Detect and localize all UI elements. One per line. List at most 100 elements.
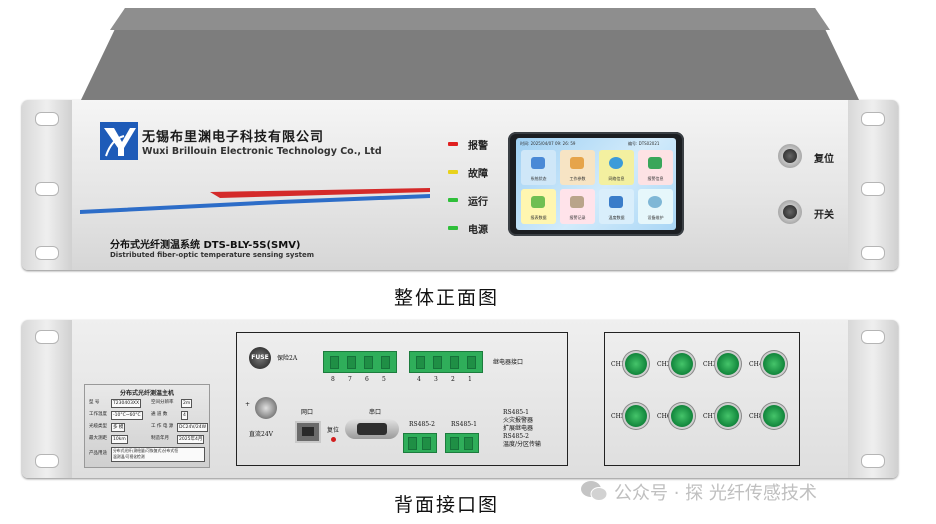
ch8-label: CH8 bbox=[749, 413, 763, 420]
relay-pin-4: 4 bbox=[417, 376, 421, 383]
fuse-label: 保险2A bbox=[277, 355, 298, 362]
nameplate-row: 型 号 T230403XX 空间分辨率 2m bbox=[89, 399, 193, 408]
rack-slot bbox=[861, 330, 885, 344]
ch1-label: CH1 bbox=[611, 361, 625, 368]
tile-work-params[interactable]: 工作参数 bbox=[560, 150, 595, 185]
relay-pin-5: 5 bbox=[382, 376, 386, 383]
rack-ear-right bbox=[848, 100, 898, 270]
power-led bbox=[448, 226, 458, 230]
rs485-2-terminal[interactable] bbox=[403, 433, 437, 453]
screen-time: 时间: 2025/04/07 09: 26: 59 bbox=[520, 141, 576, 146]
io-interface-box: FUSE 保险2A 8 7 6 5 4 3 2 1 继电器接口 + ⊖ - 直流… bbox=[236, 332, 568, 466]
relay-pin-3: 3 bbox=[434, 376, 438, 383]
relay-pin-2: 2 bbox=[451, 376, 455, 383]
ch8-fiber-connector[interactable] bbox=[763, 405, 785, 427]
tile-alarm-records[interactable]: 报警记录 bbox=[560, 189, 595, 224]
relay-pin-8: 8 bbox=[331, 376, 335, 383]
rack-slot bbox=[35, 246, 59, 260]
nameplate-title: 分布式光纤测温主机 bbox=[119, 390, 174, 397]
front-view-caption: 整体正面图 bbox=[394, 287, 500, 309]
fuse-holder[interactable]: FUSE bbox=[249, 347, 271, 369]
rack-slot bbox=[861, 182, 885, 196]
ch6-label: CH6 bbox=[657, 413, 671, 420]
rack-slot bbox=[35, 182, 59, 196]
tile-alarm-info[interactable]: 报警信息 bbox=[638, 150, 673, 185]
nameplate-row: 最大测距 10km 制造年月 2025年4月 bbox=[89, 435, 205, 444]
ch2-label: CH2 bbox=[657, 361, 671, 368]
ch7-label: CH7 bbox=[703, 413, 717, 420]
tile-report-data[interactable]: 报表数据 bbox=[521, 189, 556, 224]
power-switch-label: 开关 bbox=[814, 210, 834, 221]
rack-ear-right bbox=[848, 320, 898, 478]
ch1-fiber-connector[interactable] bbox=[625, 353, 647, 375]
company-logo-icon bbox=[100, 122, 138, 160]
nameplate-row: 产品用途 分布式光纤(测绘量/可恢复式)分布式恒 温测温/可视化检测 bbox=[89, 447, 205, 463]
tile-temperature-data[interactable]: 温度数据 bbox=[599, 189, 634, 224]
nameplate-row: 工作温度 -10°C~60°C 通 道 数 4 bbox=[89, 411, 188, 420]
fiber-channel-box: CH1 CH2 CH3 CH4 CH5 CH6 CH7 CH8 bbox=[604, 332, 800, 466]
power-switch[interactable] bbox=[778, 200, 802, 224]
ch7-fiber-connector[interactable] bbox=[717, 405, 739, 427]
reset-label: 复位 bbox=[814, 154, 834, 165]
fault-label: 故障 bbox=[468, 169, 488, 180]
alarm-led bbox=[448, 142, 458, 146]
tile-device-maintenance[interactable]: 设备维护 bbox=[638, 189, 673, 224]
serial-port-label: 串口 bbox=[369, 409, 382, 416]
nameplate-row: 光缆类型 多 模 工 作 电 源 DC24V/24W bbox=[89, 423, 209, 432]
ch5-label: CH5 bbox=[611, 413, 625, 420]
port-legend: RS485-1 火灾报警器 扩展继电器 RS485-2 温度/分区传输 bbox=[503, 409, 542, 448]
chassis-top bbox=[80, 8, 860, 102]
rs485-1-terminal[interactable] bbox=[445, 433, 479, 453]
ch4-label: CH4 bbox=[749, 361, 763, 368]
relay-pin-1: 1 bbox=[468, 376, 472, 383]
model-name-cn: 分布式光纤测温系统 DTS-BLY-5S(SMV) bbox=[110, 240, 301, 251]
relay-terminal-block-right[interactable] bbox=[409, 351, 483, 373]
reset-pinhole[interactable] bbox=[331, 437, 336, 442]
nameplate: 分布式光纤测温主机 型 号 T230403XX 空间分辨率 2m 工作温度 -1… bbox=[84, 384, 210, 468]
ch3-fiber-connector[interactable] bbox=[717, 353, 739, 375]
relay-terminal-block-left[interactable] bbox=[323, 351, 397, 373]
tile-system-status[interactable]: 系统状态 bbox=[521, 150, 556, 185]
reset-knob-icon bbox=[783, 149, 797, 163]
rack-slot bbox=[35, 330, 59, 344]
reset-port-label: 复位 bbox=[327, 427, 340, 434]
decorative-swoosh bbox=[80, 188, 430, 214]
ch3-label: CH3 bbox=[703, 361, 717, 368]
company-name-en: Wuxi Brillouin Electronic Technology Co.… bbox=[142, 146, 382, 157]
touch-screen[interactable]: 时间: 2025/04/07 09: 26: 59 编号: DTS02021 系… bbox=[508, 132, 684, 236]
power-knob-icon bbox=[783, 205, 797, 219]
dc-power-connector[interactable] bbox=[255, 397, 277, 419]
rear-panel: 分布式光纤测温主机 型 号 T230403XX 空间分辨率 2m 工作温度 -1… bbox=[22, 320, 898, 478]
rs485-1-label: RS485-1 bbox=[451, 421, 477, 428]
fault-led bbox=[448, 170, 458, 174]
ch4-fiber-connector[interactable] bbox=[763, 353, 785, 375]
run-led bbox=[448, 198, 458, 202]
ch2-fiber-connector[interactable] bbox=[671, 353, 693, 375]
alarm-label: 报警 bbox=[468, 141, 488, 152]
rack-slot bbox=[35, 112, 59, 126]
rear-view-caption: 背面接口图 bbox=[394, 494, 500, 516]
model-name-en: Distributed fiber-optic temperature sens… bbox=[110, 251, 315, 259]
rack-slot bbox=[861, 246, 885, 260]
ethernet-port[interactable] bbox=[295, 421, 321, 443]
rack-slot bbox=[861, 112, 885, 126]
wechat-icon bbox=[581, 481, 608, 501]
tile-network-info[interactable]: 网络信息 bbox=[599, 150, 634, 185]
company-name-cn: 无锡布里渊电子科技有限公司 bbox=[142, 130, 325, 145]
reset-button[interactable] bbox=[778, 144, 802, 168]
power-label: 电源 bbox=[468, 225, 488, 236]
run-label: 运行 bbox=[468, 197, 488, 208]
rs485-2-label: RS485-2 bbox=[409, 421, 435, 428]
serial-port[interactable] bbox=[345, 419, 399, 439]
front-panel: 无锡布里渊电子科技有限公司 Wuxi Brillouin Electronic … bbox=[22, 100, 898, 270]
ch5-fiber-connector[interactable] bbox=[625, 405, 647, 427]
screen-device-id: 编号: DTS02021 bbox=[628, 141, 660, 146]
relay-pin-6: 6 bbox=[365, 376, 369, 383]
ch6-fiber-connector[interactable] bbox=[671, 405, 693, 427]
dc-power-label: 直流24V bbox=[249, 431, 273, 438]
lcd-display: 时间: 2025/04/07 09: 26: 59 编号: DTS02021 系… bbox=[516, 138, 676, 230]
rack-ear-left bbox=[22, 320, 72, 478]
rack-slot bbox=[35, 454, 59, 468]
rack-slot bbox=[861, 454, 885, 468]
network-port-label: 网口 bbox=[301, 409, 314, 416]
